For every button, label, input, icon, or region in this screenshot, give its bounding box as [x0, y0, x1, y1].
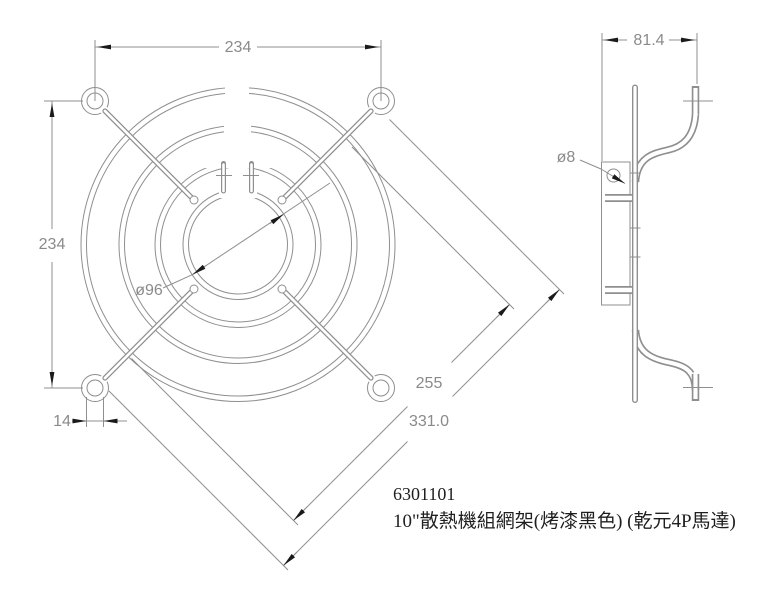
dim-hole-pitch-label: 14: [53, 413, 71, 430]
dim-diagonal-label: 331.0: [409, 413, 449, 430]
side-view-profile: [601, 84, 713, 403]
top-s-bend: [631, 113, 700, 183]
dimensions: [44, 33, 698, 571]
spoke-hook: [277, 284, 287, 294]
diagonal-spokes: [102, 108, 374, 381]
part-description: 10"散熱機組網架(烤漆黑色) (乾元4P馬達): [393, 510, 736, 532]
dim-top-width-label: 234: [225, 39, 252, 56]
dim-plate-hole-label: ø8: [557, 149, 576, 166]
dim-depth-label: 81.4: [633, 32, 664, 49]
motor-mount-plate: [601, 161, 631, 306]
spoke-hook: [189, 195, 199, 205]
dim-left-height-label: 234: [39, 236, 66, 253]
dim-ring-diameter-label: 255: [416, 375, 443, 392]
guard-rings: [80, 80, 396, 402]
dimension-labels: 234 234 14 ø96 255 331.0 81.4 ø8: [39, 32, 665, 430]
spoke-hook: [277, 195, 287, 205]
mounting-loop-bottom-right: [367, 374, 395, 402]
part-number: 6301101: [393, 484, 455, 504]
front-view-fan-guard: [80, 80, 396, 402]
hub-tabs: [216, 161, 259, 194]
plate-hole: [606, 168, 621, 183]
caption-block: 6301101 10"散熱機組網架(烤漆黑色) (乾元4P馬達): [393, 484, 736, 532]
spoke-hook: [189, 284, 199, 294]
dim-hub-diameter-label: ø96: [135, 282, 163, 299]
